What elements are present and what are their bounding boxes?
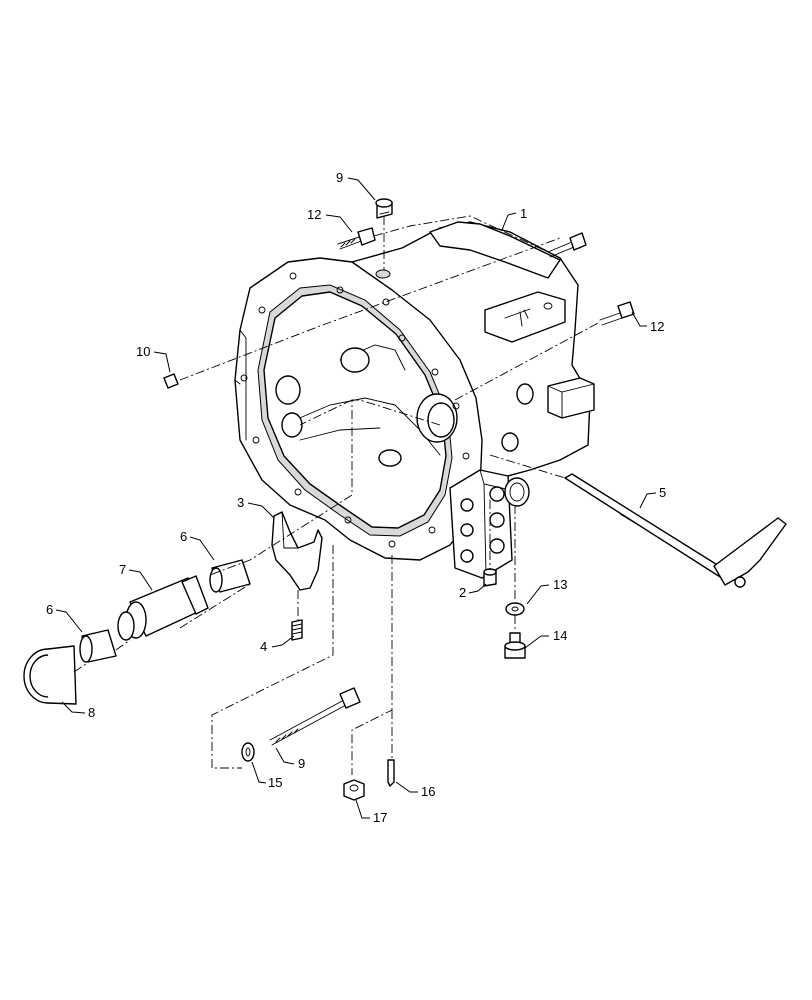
release-sleeve-part-7 [117, 575, 209, 641]
leader-lines [55, 177, 657, 819]
cross-shaft-part-5 [564, 473, 787, 588]
callout-11: 10 [136, 344, 150, 359]
callout-8: 8 [88, 705, 95, 720]
callout-5: 5 [659, 485, 666, 500]
callout-15: 15 [268, 775, 282, 790]
callout-4: 4 [260, 639, 267, 654]
callout-13: 13 [553, 577, 567, 592]
banjo-bolt-part-14 [504, 632, 526, 659]
callout-16: 16 [421, 784, 435, 799]
pin-part-16 [387, 759, 395, 787]
set-screw-part-4 [291, 619, 303, 641]
plug-part-2 [483, 568, 497, 587]
callout-10: 9 [298, 756, 305, 771]
bolt-part-12-left [337, 227, 376, 250]
callout-2: 2 [459, 585, 466, 600]
plug-port [375, 269, 391, 279]
release-bearing-part-8 [23, 645, 77, 705]
dowel-part-11 [163, 373, 179, 389]
plug-part-9 [375, 198, 393, 219]
bolt-part-12-right [599, 301, 635, 326]
callout-6-upper: 6 [180, 529, 187, 544]
callout-14: 14 [553, 628, 567, 643]
callout-9: 9 [336, 170, 343, 185]
callout-6-lower: 6 [46, 602, 53, 617]
callout-12-right: 12 [650, 319, 664, 334]
callout-12-left: 12 [307, 207, 321, 222]
callout-labels: 9 12 1 12 10 3 5 6 7 6 2 13 4 14 8 9 15 … [46, 170, 666, 825]
callout-3: 3 [237, 495, 244, 510]
assembly-lines [73, 215, 601, 775]
callout-1: 1 [520, 206, 527, 221]
callout-17: 17 [373, 810, 387, 825]
shift-fork-part-3 [271, 511, 323, 591]
callout-7: 7 [119, 562, 126, 577]
bolt-part-12-top-right [547, 232, 587, 258]
washer-part-13 [505, 602, 525, 616]
nut-part-17 [343, 779, 365, 801]
long-bolt-part-10 [269, 687, 361, 746]
bushing-part-6-upper [209, 559, 251, 593]
washer-part-15 [241, 742, 255, 762]
bushing-part-6-lower [79, 629, 117, 663]
clutch-housing [234, 221, 595, 579]
